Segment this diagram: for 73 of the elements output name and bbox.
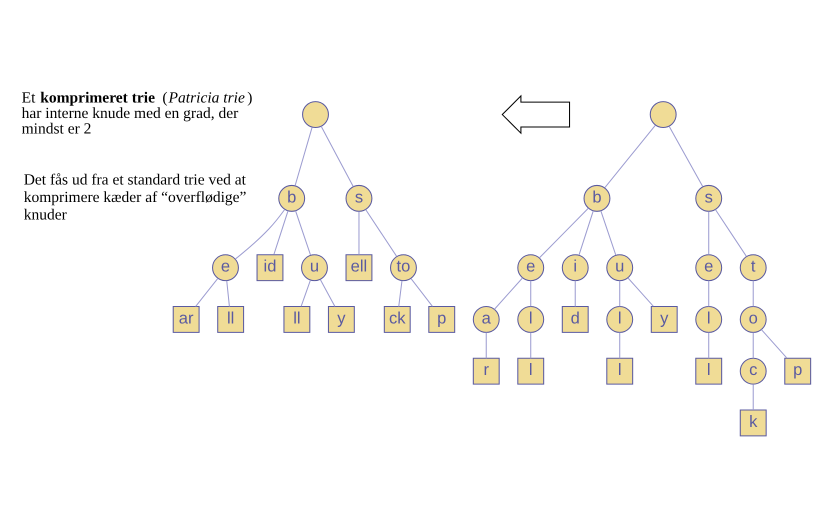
node-circle: [302, 101, 328, 128]
connector: [752, 332, 754, 358]
connector: [574, 280, 576, 306]
node-circle: to: [390, 254, 416, 282]
node-circle: b: [278, 184, 305, 212]
node-box: d: [561, 306, 588, 333]
node-box: ll: [216, 306, 244, 333]
connector: [578, 210, 594, 256]
node-circle: e: [694, 254, 722, 282]
connector: [194, 278, 218, 307]
node-circle: s: [694, 184, 722, 212]
connector: [530, 332, 531, 358]
node-circle: c: [739, 358, 766, 385]
connector: [410, 278, 432, 307]
node-box: k: [739, 409, 766, 436]
connector: [234, 209, 285, 260]
connector: [618, 280, 620, 306]
node-arrow: [501, 94, 570, 134]
connector: [272, 210, 288, 255]
connector: [708, 211, 709, 255]
node-box: ell: [345, 254, 372, 282]
connector: [668, 126, 703, 187]
node-box: l: [516, 358, 544, 385]
connector: [752, 384, 754, 410]
node-circle: e: [516, 254, 544, 282]
node-circle: o: [739, 306, 766, 333]
node-box: p: [784, 358, 811, 385]
node-box: ll: [282, 306, 310, 333]
node-box: id: [256, 254, 283, 282]
node-circle: a: [472, 306, 500, 333]
node-box: l: [606, 358, 633, 385]
node-box: ar: [172, 306, 200, 333]
node-box: p: [428, 306, 455, 333]
connector: [600, 210, 616, 256]
connector: [358, 211, 359, 255]
connector: [760, 329, 787, 358]
node-box: ck: [383, 306, 410, 333]
connector: [752, 280, 754, 306]
connector: [226, 280, 230, 307]
connector: [530, 280, 531, 306]
node-circle: i: [561, 254, 588, 282]
connector: [708, 332, 709, 358]
node-circle: e: [212, 254, 238, 282]
node-circle: [649, 101, 676, 128]
node-box: l: [694, 358, 722, 385]
node-circle: b: [583, 184, 610, 212]
connector: [538, 208, 588, 258]
node-circle: s: [345, 184, 372, 212]
node-circle: t: [739, 254, 766, 282]
connector: [708, 280, 709, 306]
node-box: r: [472, 358, 500, 385]
connector: [627, 278, 654, 307]
connector: [364, 209, 397, 257]
node-box: y: [650, 306, 678, 333]
node-box: y: [327, 306, 354, 333]
connector: [294, 210, 310, 256]
connector: [618, 332, 620, 358]
connector: [300, 280, 310, 306]
connector: [493, 278, 522, 310]
node-circle: u: [606, 254, 633, 282]
node-circle: l: [694, 306, 722, 333]
label: Et komprimeret trie (Patricia trie) har interne knude med en grad, der mindst er 2: [21, 90, 252, 138]
connector: [319, 280, 335, 307]
node-circle: l: [516, 306, 544, 333]
connector: [294, 127, 312, 186]
node-circle: u: [300, 254, 328, 282]
label: Det fås ud fra et standard trie ved at komprimere kæder af “overflødige” knuder: [23, 171, 246, 224]
connector: [604, 124, 656, 188]
node-circle: l: [606, 306, 633, 333]
connector: [320, 126, 354, 187]
connector: [485, 332, 486, 358]
connector: [398, 280, 402, 307]
connector: [714, 209, 746, 257]
